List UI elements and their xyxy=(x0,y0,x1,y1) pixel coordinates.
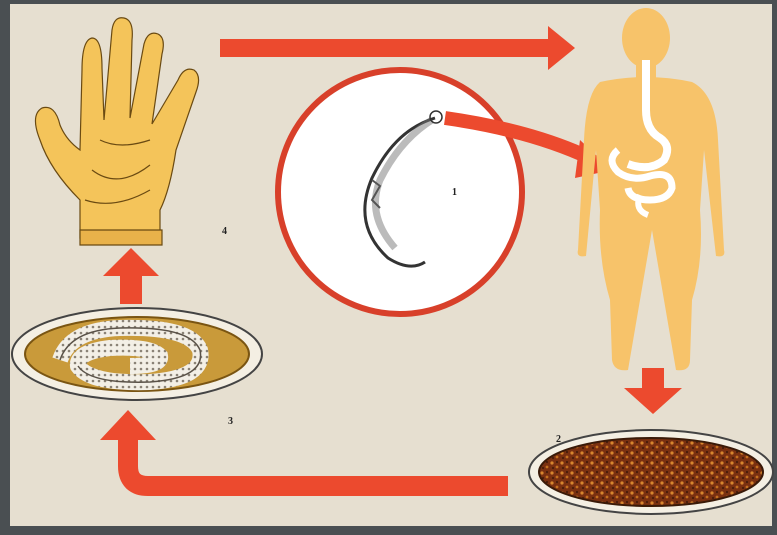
label-stage-3: 3 xyxy=(228,416,233,427)
label-stage-2: 2 xyxy=(556,434,561,445)
label-stage-4: 4 xyxy=(222,226,227,237)
label-stage-1: 1 xyxy=(452,187,457,198)
larva-egg xyxy=(12,308,262,400)
speckled-egg xyxy=(529,430,773,514)
worm-circle xyxy=(278,70,522,314)
